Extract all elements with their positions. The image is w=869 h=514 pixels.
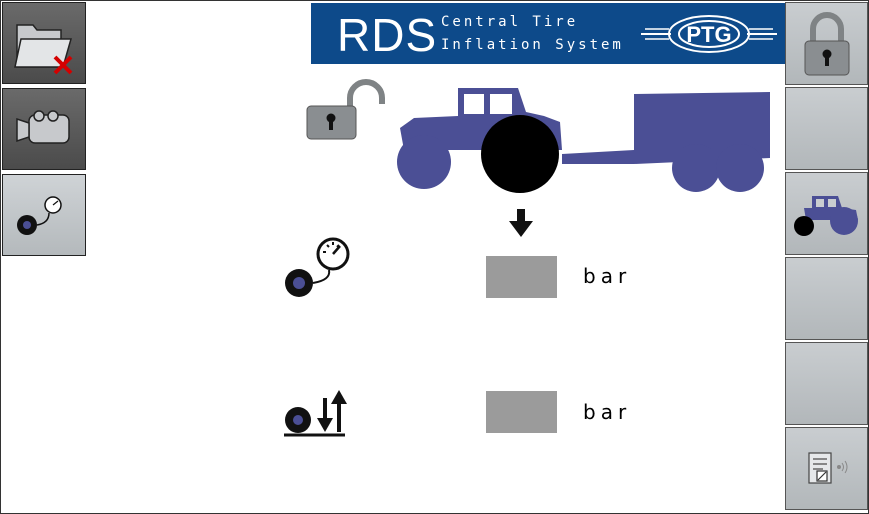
softkey-tractor[interactable] — [785, 172, 868, 255]
tractor-icon — [793, 195, 858, 236]
tire-pressure-gauge-icon — [17, 196, 62, 235]
lock-icon — [804, 11, 849, 75]
softkey-folder[interactable] — [2, 2, 86, 84]
tire-pressure-unit: bar — [583, 264, 632, 288]
down-arrow-icon — [509, 209, 533, 237]
tire-pressure-gauge-icon — [285, 237, 350, 297]
brand-title: RDS — [337, 9, 438, 61]
ptg-logo-text: PTG — [686, 22, 731, 47]
settings-document-icon — [807, 451, 847, 484]
folder-close-icon — [14, 24, 73, 75]
tractor-trailer-icon — [397, 88, 770, 193]
ptg-logo: PTG — [641, 15, 777, 53]
unlocked-padlock-icon — [306, 79, 385, 140]
tire-pressure-value-box[interactable] — [486, 256, 557, 298]
softkey-settings-doc[interactable] — [785, 427, 868, 510]
softkey-tire-pressure[interactable] — [2, 174, 86, 256]
softkey-empty-4[interactable] — [785, 257, 868, 340]
camera-icon — [16, 110, 70, 144]
header-banner: RDS Central Tire Inflation System PTG — [311, 3, 785, 64]
banner-subtitle-line1: Central Tire — [441, 14, 579, 30]
banner-subtitle-line2: Inflation System — [441, 37, 624, 53]
tire-inflate-deflate-icon — [284, 390, 347, 437]
softkey-empty-2[interactable] — [785, 87, 868, 170]
softkey-camera[interactable] — [2, 88, 86, 170]
inflation-unit: bar — [583, 400, 632, 424]
softkey-lock[interactable] — [785, 2, 868, 85]
softkey-empty-5[interactable] — [785, 342, 868, 425]
inflation-value-box[interactable] — [486, 391, 557, 433]
